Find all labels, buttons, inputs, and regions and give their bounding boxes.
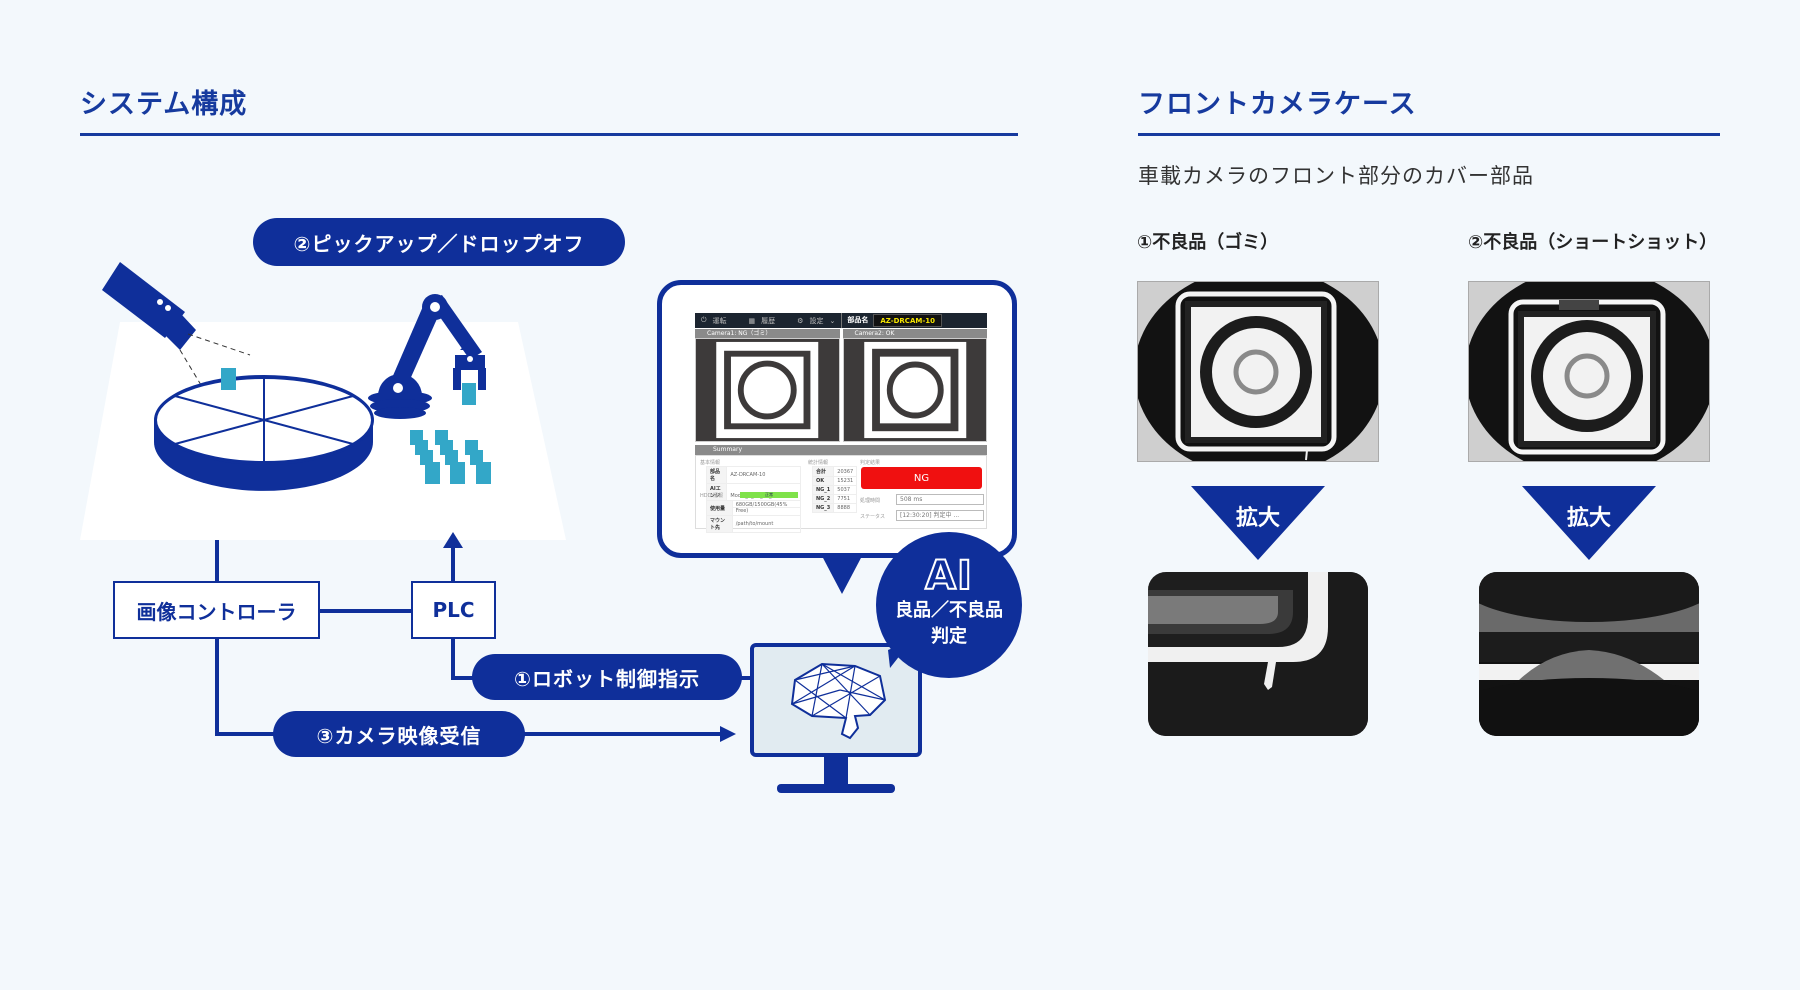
inspection-app: ⏻ 運転 ▦ 履歴 ⚙ 設定 ⌄ 部品名 AZ-DRCAM-10 Camera1… — [695, 313, 987, 533]
part-name-value: AZ-DRCAM-10 — [873, 314, 942, 327]
case1-photo — [1137, 281, 1379, 462]
stats-key: NG_1 — [811, 485, 835, 495]
workpiece-on-table — [221, 368, 236, 390]
connector-lines — [215, 540, 752, 736]
system-config-title: システム構成 — [80, 89, 248, 120]
case2-photo — [1468, 281, 1710, 462]
result-title: 判定結果 — [860, 460, 881, 466]
hdd-info-key: 使用量 — [706, 500, 733, 516]
hdd-info-value: /path/to/mount — [731, 515, 802, 533]
workpiece-in-gripper — [462, 383, 476, 405]
system-config-rule — [80, 133, 1018, 136]
front-camera-case-rule — [1138, 133, 1720, 136]
case1-zoom-label: 拡大 — [1235, 506, 1280, 531]
menu-history[interactable]: 履歴 — [761, 316, 776, 325]
camera2-image — [842, 338, 987, 442]
case2-zoom-label: 拡大 — [1566, 506, 1611, 531]
basic-info-value: AZ-DRCAM-10 — [726, 466, 801, 484]
camera-receive-label: ③カメラ映像受信 — [273, 711, 525, 757]
image-controller-box: 画像コントローラ — [113, 581, 320, 639]
ai-label: AI — [924, 553, 973, 599]
app-menu-bar: ⏻ 運転 ▦ 履歴 ⚙ 設定 ⌄ 部品名 AZ-DRCAM-10 — [695, 313, 987, 328]
robot-control-label: ①ロボット制御指示 — [472, 654, 742, 700]
line-controller-to-camera-label — [215, 638, 275, 736]
menu-run[interactable]: 運転 — [712, 316, 727, 325]
case1-closeup — [1148, 572, 1368, 736]
camera2-header: Camera2: OK — [842, 329, 987, 338]
inspection-screen-panel: ⏻ 運転 ▦ 履歴 ⚙ 設定 ⌄ 部品名 AZ-DRCAM-10 Camera1… — [657, 280, 1017, 558]
arrow-up-icon — [443, 532, 463, 548]
stats-key: OK — [811, 476, 835, 486]
stats-value: 7751 — [833, 494, 858, 504]
ai-judgement-bubble: AI 良品／不良品 判定 — [876, 532, 1022, 678]
power-icon[interactable]: ⏻ — [701, 316, 707, 324]
table-row: マウント先/path/to/mount — [706, 515, 802, 533]
brain-icon — [790, 662, 887, 740]
summary-header: Summary — [695, 445, 987, 455]
stats-value: 20367 — [833, 466, 858, 477]
stats-title: 統計情報 — [808, 460, 829, 466]
basic-info-key: 部品名 — [705, 466, 728, 484]
camera-view-line — [187, 333, 251, 356]
camera1-view: Camera1: NG（ゴミ） — [695, 329, 840, 442]
case2-closeup — [1479, 572, 1699, 736]
camera1-header: Camera1: NG（ゴミ） — [695, 329, 840, 338]
time-label: 処理時間 — [860, 498, 881, 504]
stats-value: 15231 — [833, 476, 858, 486]
turntable-icon — [154, 375, 374, 491]
chevron-down-icon[interactable]: ⌄ — [829, 316, 836, 325]
camera2-view: Camera2: OK — [842, 329, 987, 442]
case1-label: ①不良品（ゴミ） — [1137, 232, 1279, 253]
camera1-image — [695, 338, 840, 442]
front-camera-case-subtitle: 車載カメラのフロント部分のカバー部品 — [1138, 164, 1534, 188]
gear-icon[interactable]: ⚙ — [797, 316, 804, 325]
hdd-status-bar: 正常 — [740, 492, 798, 498]
case2-label: ②不良品（ショートショット） — [1468, 232, 1718, 253]
stats-value: 8888 — [833, 503, 858, 513]
arrow-right-icon — [720, 726, 736, 742]
zoom-arrow-icon — [1191, 486, 1325, 560]
stats-value: 5037 — [833, 485, 858, 495]
hdd-info-title: HDD 情報 — [700, 493, 724, 499]
front-camera-case-title: フロントカメラケース — [1138, 89, 1417, 120]
menu-settings[interactable]: 設定 — [809, 316, 824, 325]
hdd-info-value: 680GB/1500GB(45% Free) — [731, 500, 802, 516]
camera-views: Camera1: NG（ゴミ） Camera2: OK — [695, 329, 987, 442]
status-label: ステータス — [860, 514, 886, 520]
result-ng-badge: NG — [861, 467, 982, 489]
stats-key: NG_3 — [811, 503, 835, 513]
zoom-arrow-icon — [1522, 486, 1656, 560]
basic-info-title: 基本情報 — [700, 460, 721, 466]
part-name-label: 部品名 — [841, 313, 874, 328]
panel-pointer — [822, 556, 862, 594]
time-field: 508 ms — [896, 494, 984, 505]
ai-judgement-line1: 良品／不良品 — [895, 600, 1003, 621]
hdd-info-key: マウント先 — [706, 515, 733, 533]
pickup-dropoff-label: ②ピックアップ／ドロップオフ — [253, 218, 625, 266]
calendar-icon[interactable]: ▦ — [748, 316, 756, 325]
camera-icon — [102, 262, 196, 350]
line-plc-to-robot-label — [451, 638, 480, 680]
status-field: [12:30:20] 判定中 ... — [896, 510, 984, 521]
robot-arm-icon — [368, 294, 486, 419]
plc-box: PLC — [411, 581, 496, 639]
parts-stack-icon — [410, 430, 491, 484]
stats-key: NG_2 — [811, 494, 835, 504]
ai-judgement-line2: 判定 — [931, 626, 967, 647]
stats-key: 合計 — [811, 466, 835, 477]
